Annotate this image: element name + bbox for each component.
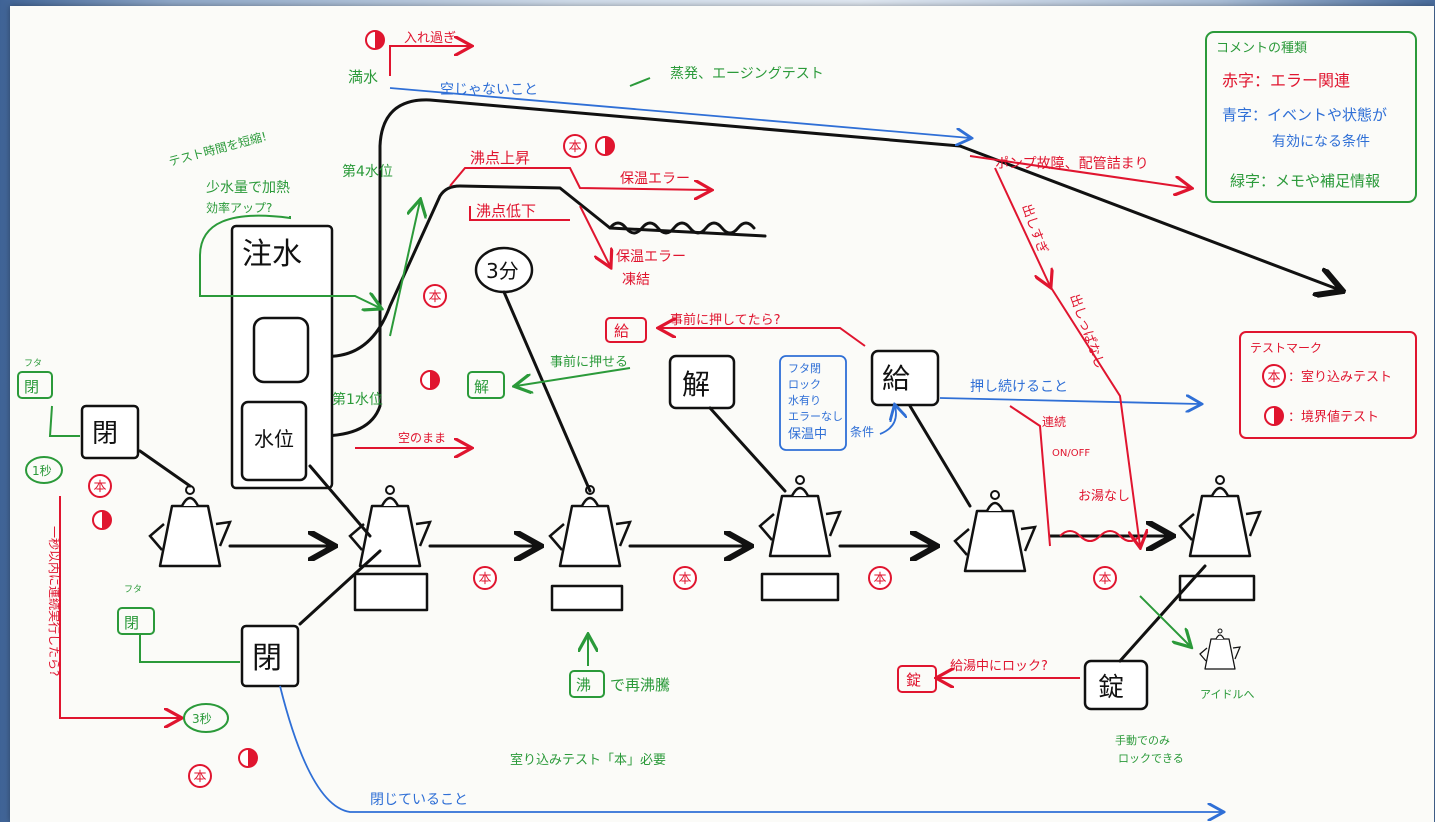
svg-text:事前に押せる: 事前に押せる [550, 354, 628, 370]
kettle-unlock-icon [760, 476, 840, 556]
close-box-2-label: 閉 [252, 641, 282, 676]
svg-text:ロックできる: ロックできる [1118, 752, 1184, 765]
svg-text:テスト時間を短縮!: テスト時間を短縮! [167, 128, 268, 169]
svg-text:フタ閉: フタ閉 [788, 362, 821, 375]
evaporation-text: 蒸発、エージングテスト [670, 66, 824, 82]
svg-text:一秒以内に連続実行したら?: 一秒以内に連続実行したら? [47, 526, 62, 676]
svg-text:第1水位: 第1水位 [332, 391, 383, 408]
svg-text:手動でのみ: 手動でのみ [1115, 733, 1170, 747]
temperature-curve [320, 186, 765, 356]
svg-text:錠: 錠 [906, 671, 921, 689]
release-label: 解 [682, 368, 710, 401]
lock-label: 錠 [1098, 673, 1124, 703]
kettle-end-icon [1180, 476, 1260, 556]
svg-text:エラーなし: エラーなし [788, 410, 843, 423]
svg-text:空のまま: 空のまま [398, 431, 446, 445]
svg-text:保温中: 保温中 [788, 427, 827, 442]
svg-text:赤字：エラー関連: 赤字：エラー関連 [1222, 71, 1350, 90]
conditions-list: フタ閉 ロック 水有り エラーなし 保温中 [788, 362, 843, 442]
svg-text:沸点低下: 沸点低下 [476, 202, 536, 220]
svg-text:フタ: フタ [24, 358, 42, 369]
svg-text:：境界値テスト: ：境界値テスト [1288, 409, 1379, 425]
svg-text:沸点上昇: 沸点上昇 [470, 149, 530, 167]
svg-text:給湯中にロック?: 給湯中にロック? [950, 659, 1048, 674]
svg-text:：室り込みテスト: ：室り込みテスト [1288, 369, 1392, 385]
svg-text:出しっぱなし: 出しっぱなし [1066, 292, 1107, 370]
valve-icon [254, 318, 308, 382]
svg-text:お湯なし: お湯なし [1078, 489, 1130, 504]
supply-label: 給 [882, 362, 910, 395]
kettle-keepwarm-icon [550, 486, 630, 566]
state-diagram: 本 注水 水位 閉 閉 3分 解 給 錠 空じゃないこと 押し続けること [10, 6, 1434, 822]
svg-text:3秒: 3秒 [192, 712, 212, 726]
water-label: 注水 [242, 237, 302, 272]
svg-text:少水量で加熱: 少水量で加熱 [206, 180, 290, 196]
svg-text:青字：イベントや状態が: 青字：イベントや状態が [1222, 106, 1387, 124]
heater-icon [355, 574, 427, 610]
svg-text:緑字：メモや補足情報: 緑字：メモや補足情報 [1230, 172, 1380, 190]
diagram-sheet: 本 注水 水位 閉 閉 3分 解 給 錠 空じゃないこと 押し続けること [10, 6, 1434, 822]
base-icon [762, 574, 838, 600]
svg-text:事前に押してたら?: 事前に押してたら? [670, 312, 781, 328]
svg-text:アイドルへ: アイドルへ [1200, 688, 1254, 701]
svg-text:第4水位: 第4水位 [342, 163, 393, 180]
water-level-label: 水位 [254, 427, 294, 451]
svg-text:解: 解 [474, 378, 489, 396]
svg-text:給: 給 [614, 322, 629, 340]
three-min-label: 3分 [486, 259, 519, 283]
svg-text:条件: 条件 [850, 425, 874, 439]
full-water-text: 満水 [348, 68, 378, 86]
not-empty-text: 空じゃないこと [440, 82, 538, 98]
svg-text:ロック: ロック [788, 378, 821, 391]
svg-text:テストマーク: テストマーク [1250, 341, 1322, 355]
svg-text:1秒: 1秒 [32, 464, 52, 478]
close-box-1-label: 閉 [92, 419, 118, 449]
svg-text:フタ: フタ [124, 584, 142, 595]
kettle-idle-icon [150, 486, 230, 566]
idle-kettle-icon [1200, 629, 1240, 669]
must-closed-text: 閉じていること [370, 792, 468, 808]
svg-text:保温エラー: 保温エラー [620, 171, 690, 187]
must-test-text: 室り込みテスト「本」必要 [510, 752, 666, 768]
svg-text:閉: 閉 [124, 614, 139, 632]
keep-pressing-text: 押し続けること [970, 378, 1068, 395]
svg-text:水有り: 水有り [788, 393, 821, 407]
reboil-text: で再沸騰 [610, 676, 670, 694]
svg-text:コメントの種類: コメントの種類 [1216, 40, 1307, 56]
svg-text:凍結: 凍結 [622, 272, 650, 288]
svg-text:連続: 連続 [1042, 415, 1066, 429]
svg-text:効率アップ?: 効率アップ? [206, 200, 272, 215]
keepwarm-heater-icon [552, 586, 622, 610]
svg-text:有効になる条件: 有効になる条件 [1272, 133, 1370, 150]
svg-text:保温エラー: 保温エラー [616, 249, 686, 265]
svg-text:沸: 沸 [576, 676, 591, 694]
pump-fail-text: ポンプ故障、配管詰まり [995, 156, 1149, 172]
svg-text:ON/OFF: ON/OFF [1052, 448, 1090, 459]
overfill-text: 入れ過ぎ [404, 31, 456, 46]
boundary-mark-icon [366, 31, 384, 49]
svg-text:閉: 閉 [24, 378, 39, 396]
